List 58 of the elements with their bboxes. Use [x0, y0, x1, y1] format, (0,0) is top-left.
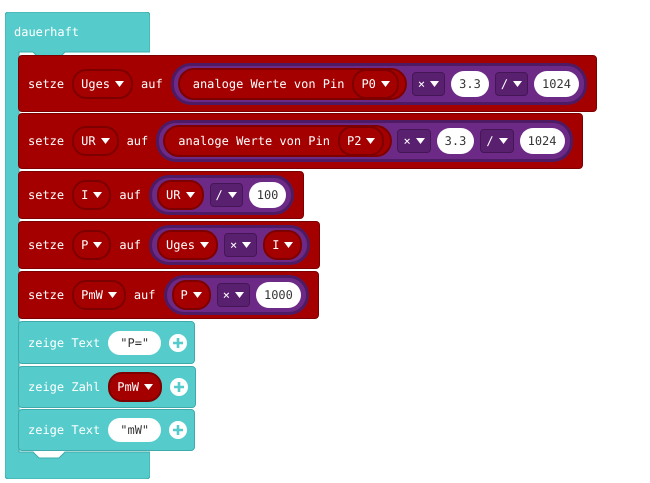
- show-block: [18, 409, 196, 451]
- variable-dropdown: I: [72, 180, 112, 210]
- block-keyword: auf: [126, 134, 148, 148]
- operator-dropdown: ×: [412, 72, 446, 96]
- text-field: "mW": [108, 418, 162, 442]
- block-keyword: analoge Werte von Pin: [192, 76, 344, 90]
- math-operation-block: [164, 275, 309, 315]
- show-block: [18, 321, 196, 364]
- variable-dropdown: P: [172, 280, 211, 310]
- number-field: 3.3: [436, 128, 474, 154]
- block-keyword: setze: [28, 76, 64, 90]
- block-keyword: auf: [141, 76, 163, 90]
- set-variable-block: [18, 271, 319, 319]
- show-block: [18, 366, 196, 408]
- number-field: 1024: [534, 70, 579, 96]
- text-field: "P=": [108, 330, 162, 354]
- block-keyword: setze: [28, 288, 64, 302]
- block-keyword: auf: [119, 188, 142, 202]
- block-keyword: zeige Zahl: [28, 380, 100, 394]
- variable-dropdown: P: [72, 230, 112, 260]
- block-keyword: zeige Text: [28, 336, 100, 350]
- operator-dropdown: /: [210, 183, 243, 207]
- variable-dropdown: Uges: [72, 68, 134, 98]
- block-keyword: setze: [28, 188, 64, 202]
- block-keyword: analoge Werte von Pin: [178, 134, 330, 148]
- math-operation-block: [170, 62, 587, 104]
- math-operation-block: [149, 225, 310, 265]
- operator-dropdown: /: [480, 129, 514, 153]
- number-field: 3.3: [451, 70, 489, 96]
- analog-read-block: [178, 68, 407, 100]
- operator-dropdown: ×: [397, 129, 431, 153]
- block-keyword: auf: [119, 238, 142, 252]
- math-operation-block: [156, 120, 572, 162]
- block-keyword: setze: [28, 134, 64, 148]
- set-variable-block: [18, 113, 582, 169]
- set-variable-block: [18, 221, 320, 269]
- variable-dropdown: P0: [352, 68, 399, 98]
- block-keyword: dauerhaft: [14, 25, 80, 39]
- number-field: 1000: [256, 282, 301, 308]
- variable-dropdown: I: [263, 230, 302, 260]
- variable-dropdown: UR: [72, 126, 119, 156]
- number-field: 100: [248, 182, 286, 208]
- number-field: 1024: [520, 128, 564, 154]
- operator-dropdown: /: [494, 72, 528, 96]
- variable-dropdown: UR: [157, 180, 204, 210]
- block-keyword: auf: [134, 288, 156, 302]
- block-keyword: setze: [28, 238, 64, 252]
- variable-dropdown: PmW: [108, 372, 162, 402]
- operator-dropdown: ×: [216, 283, 250, 307]
- set-variable-block: [18, 55, 597, 112]
- analog-read-block: [163, 125, 392, 157]
- variable-dropdown: PmW: [72, 280, 126, 310]
- variable-dropdown: P2: [338, 126, 384, 156]
- block-keyword: zeige Text: [28, 423, 100, 437]
- variable-dropdown: Uges: [157, 230, 218, 260]
- math-operation-block: [149, 175, 294, 215]
- set-variable-block: [18, 171, 304, 219]
- operator-dropdown: ×: [224, 233, 258, 257]
